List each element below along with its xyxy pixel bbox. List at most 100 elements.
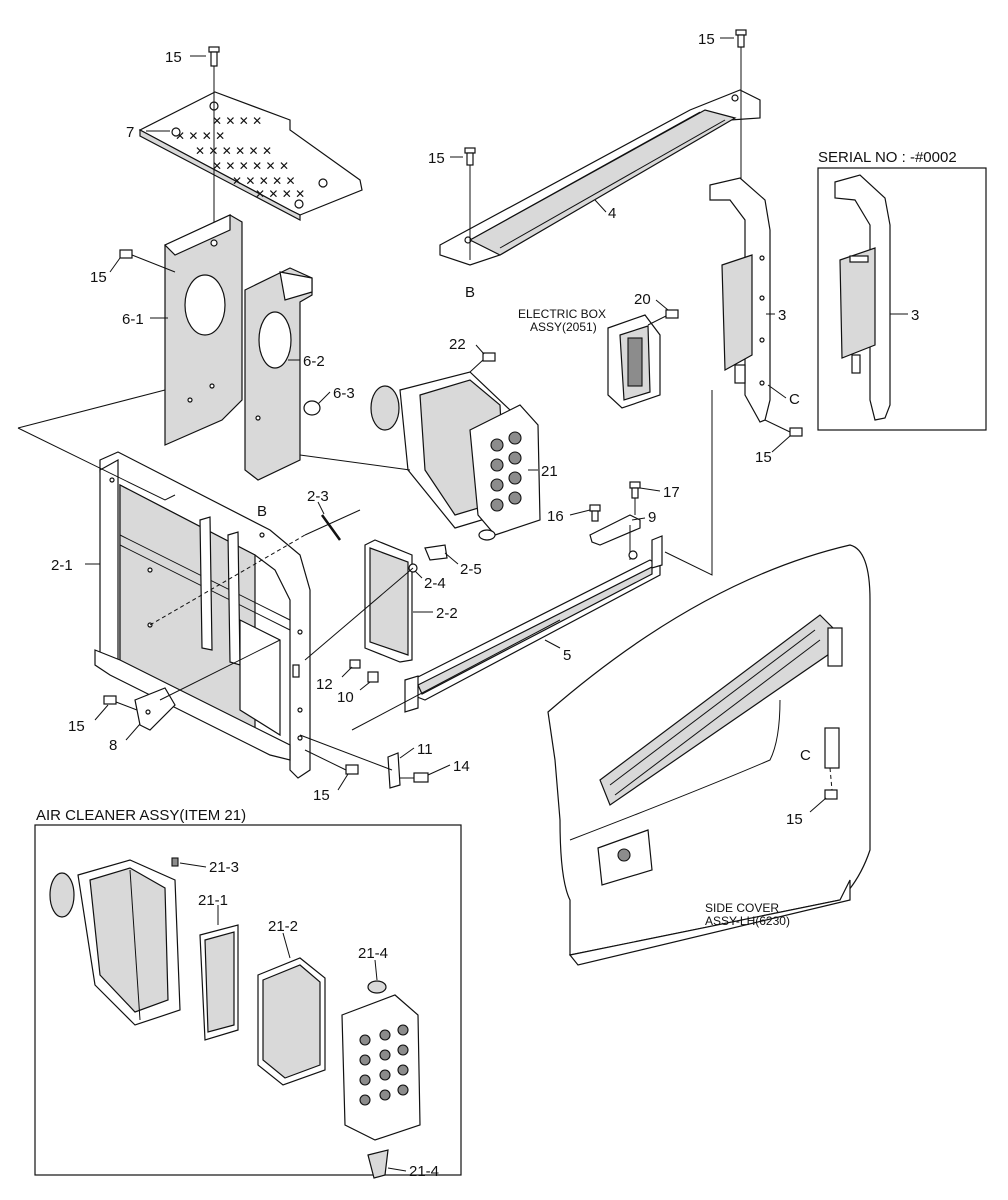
callout-2-3: 2-3	[307, 488, 329, 505]
bracket-8	[134, 687, 176, 731]
air-cleaner-housing	[49, 859, 181, 1026]
callout-6-3: 6-3	[333, 385, 355, 402]
callout-15: 15	[698, 31, 715, 48]
callout-21-2: 21-2	[268, 918, 298, 935]
callout-11: 11	[417, 741, 433, 758]
plate-6-1	[163, 214, 243, 446]
callout-5: 5	[563, 647, 571, 664]
callout-9: 9	[648, 509, 656, 526]
bolt-15-left	[119, 249, 176, 273]
callout-7: 7	[126, 124, 134, 141]
callout-6-1: 6-1	[122, 311, 144, 328]
callout-21: 21	[541, 463, 558, 480]
callout-12: 12	[316, 676, 333, 693]
callout-14: 14	[453, 758, 470, 775]
callout-22: 22	[449, 336, 466, 353]
knob-6-3	[303, 400, 321, 416]
callout-10: 10	[337, 689, 354, 706]
bolt-16	[589, 504, 601, 522]
callout-15: 15	[313, 787, 330, 804]
callout-2-1: 2-1	[51, 557, 73, 574]
bolt-17	[629, 481, 641, 515]
callout-15: 15	[165, 49, 182, 66]
callout-c: C	[789, 391, 800, 408]
bolt-15-mid	[464, 147, 476, 260]
callout-17: 17	[663, 484, 680, 501]
bolt-15-cover	[824, 767, 838, 800]
svg-text:✕ ✕ ✕ ✕: ✕ ✕ ✕ ✕	[255, 187, 305, 201]
svg-text:✕ ✕ ✕ ✕ ✕ ✕: ✕ ✕ ✕ ✕ ✕ ✕	[212, 159, 289, 173]
bracket-11	[387, 752, 401, 789]
callout-15: 15	[786, 811, 803, 828]
callout-21-3: 21-3	[209, 859, 239, 876]
callout-6-2: 6-2	[303, 353, 325, 370]
callout-b: B	[465, 284, 475, 301]
callout-8: 8	[109, 737, 117, 754]
svg-text:✕ ✕ ✕ ✕: ✕ ✕ ✕ ✕	[212, 114, 262, 128]
side-cover-label-2: ASSY-LH(6230)	[705, 914, 790, 928]
svg-text:✕ ✕ ✕ ✕ ✕: ✕ ✕ ✕ ✕ ✕	[232, 174, 296, 188]
bracket-9	[589, 514, 641, 560]
support-4	[439, 89, 761, 266]
cover-plate-2-2	[364, 539, 413, 663]
filter-21-2	[257, 957, 326, 1086]
callout-b-lower: B	[257, 503, 267, 520]
bolt-10	[367, 671, 379, 683]
callout-21-4: 21-4	[358, 945, 388, 962]
callout-2-5: 2-5	[460, 561, 482, 578]
electric-box-2051	[607, 314, 661, 409]
serial-inset-box	[817, 167, 987, 431]
callout-2-4: 2-4	[424, 575, 446, 592]
bolt-14	[400, 772, 429, 783]
filter-21-1	[199, 924, 239, 1041]
air-cleaner-inset-box	[34, 824, 462, 1179]
callout-15: 15	[68, 718, 85, 735]
callout-21-1: 21-1	[198, 892, 228, 909]
air-cleaner-21	[370, 371, 541, 541]
bolt-12	[349, 659, 361, 669]
side-cover-hinge-upper	[827, 627, 843, 667]
svg-text:✕ ✕ ✕ ✕ ✕ ✕: ✕ ✕ ✕ ✕ ✕ ✕	[195, 144, 272, 158]
serial-no-title: SERIAL NO : -#0002	[818, 149, 957, 166]
bolt-15-top-left	[208, 46, 220, 245]
side-cover-label-1: SIDE COVER	[705, 901, 779, 915]
bolt-22	[469, 352, 496, 373]
callout-16: 16	[547, 508, 564, 525]
callout-21-4: 21-4	[409, 1163, 439, 1180]
valve-21-4-bottom	[367, 1149, 389, 1179]
callout-15: 15	[755, 449, 772, 466]
side-cover-lh-6230	[547, 544, 871, 966]
top-plate-7: ✕ ✕ ✕ ✕ ✕ ✕ ✕ ✕ ✕ ✕ ✕ ✕ ✕ ✕ ✕ ✕ ✕ ✕ ✕ ✕ …	[138, 91, 363, 221]
callout-4: 4	[608, 205, 616, 222]
side-cover-hinge-lower	[824, 727, 840, 769]
callout-15: 15	[90, 269, 107, 286]
leader-lines	[85, 37, 908, 1172]
pin-2-3	[320, 514, 342, 541]
bracket-3	[709, 177, 771, 423]
bolt-15-right-mid	[764, 419, 803, 437]
callout-15: 15	[428, 150, 445, 167]
electric-box-label-2: ASSY(2051)	[530, 320, 597, 334]
element-21-3	[171, 857, 179, 867]
callout-2-2: 2-2	[436, 605, 458, 622]
screw-20	[647, 309, 679, 326]
cap-21-4-top	[367, 980, 387, 994]
knob-2-5	[424, 544, 448, 561]
air-cleaner-cover	[341, 994, 421, 1141]
callout-20: 20	[634, 291, 651, 308]
bolt-15-bottom	[304, 749, 359, 775]
frame-2-1	[94, 451, 311, 779]
electric-box-label-1: ELECTRIC BOX	[518, 307, 606, 321]
air-cleaner-assy-title: AIR CLEANER ASSY(ITEM 21)	[36, 807, 246, 824]
bolt-15-top-right	[735, 29, 747, 185]
bolt-15-lower-left	[103, 695, 138, 711]
callout-3-inset: 3	[911, 307, 919, 324]
svg-text:✕ ✕ ✕ ✕: ✕ ✕ ✕ ✕	[175, 129, 225, 143]
callout-3: 3	[778, 307, 786, 324]
callout-c-lower: C	[800, 747, 811, 764]
side-cover-latch	[597, 829, 653, 886]
side-cover-louvers	[599, 614, 836, 806]
plate-6-2	[244, 267, 313, 481]
